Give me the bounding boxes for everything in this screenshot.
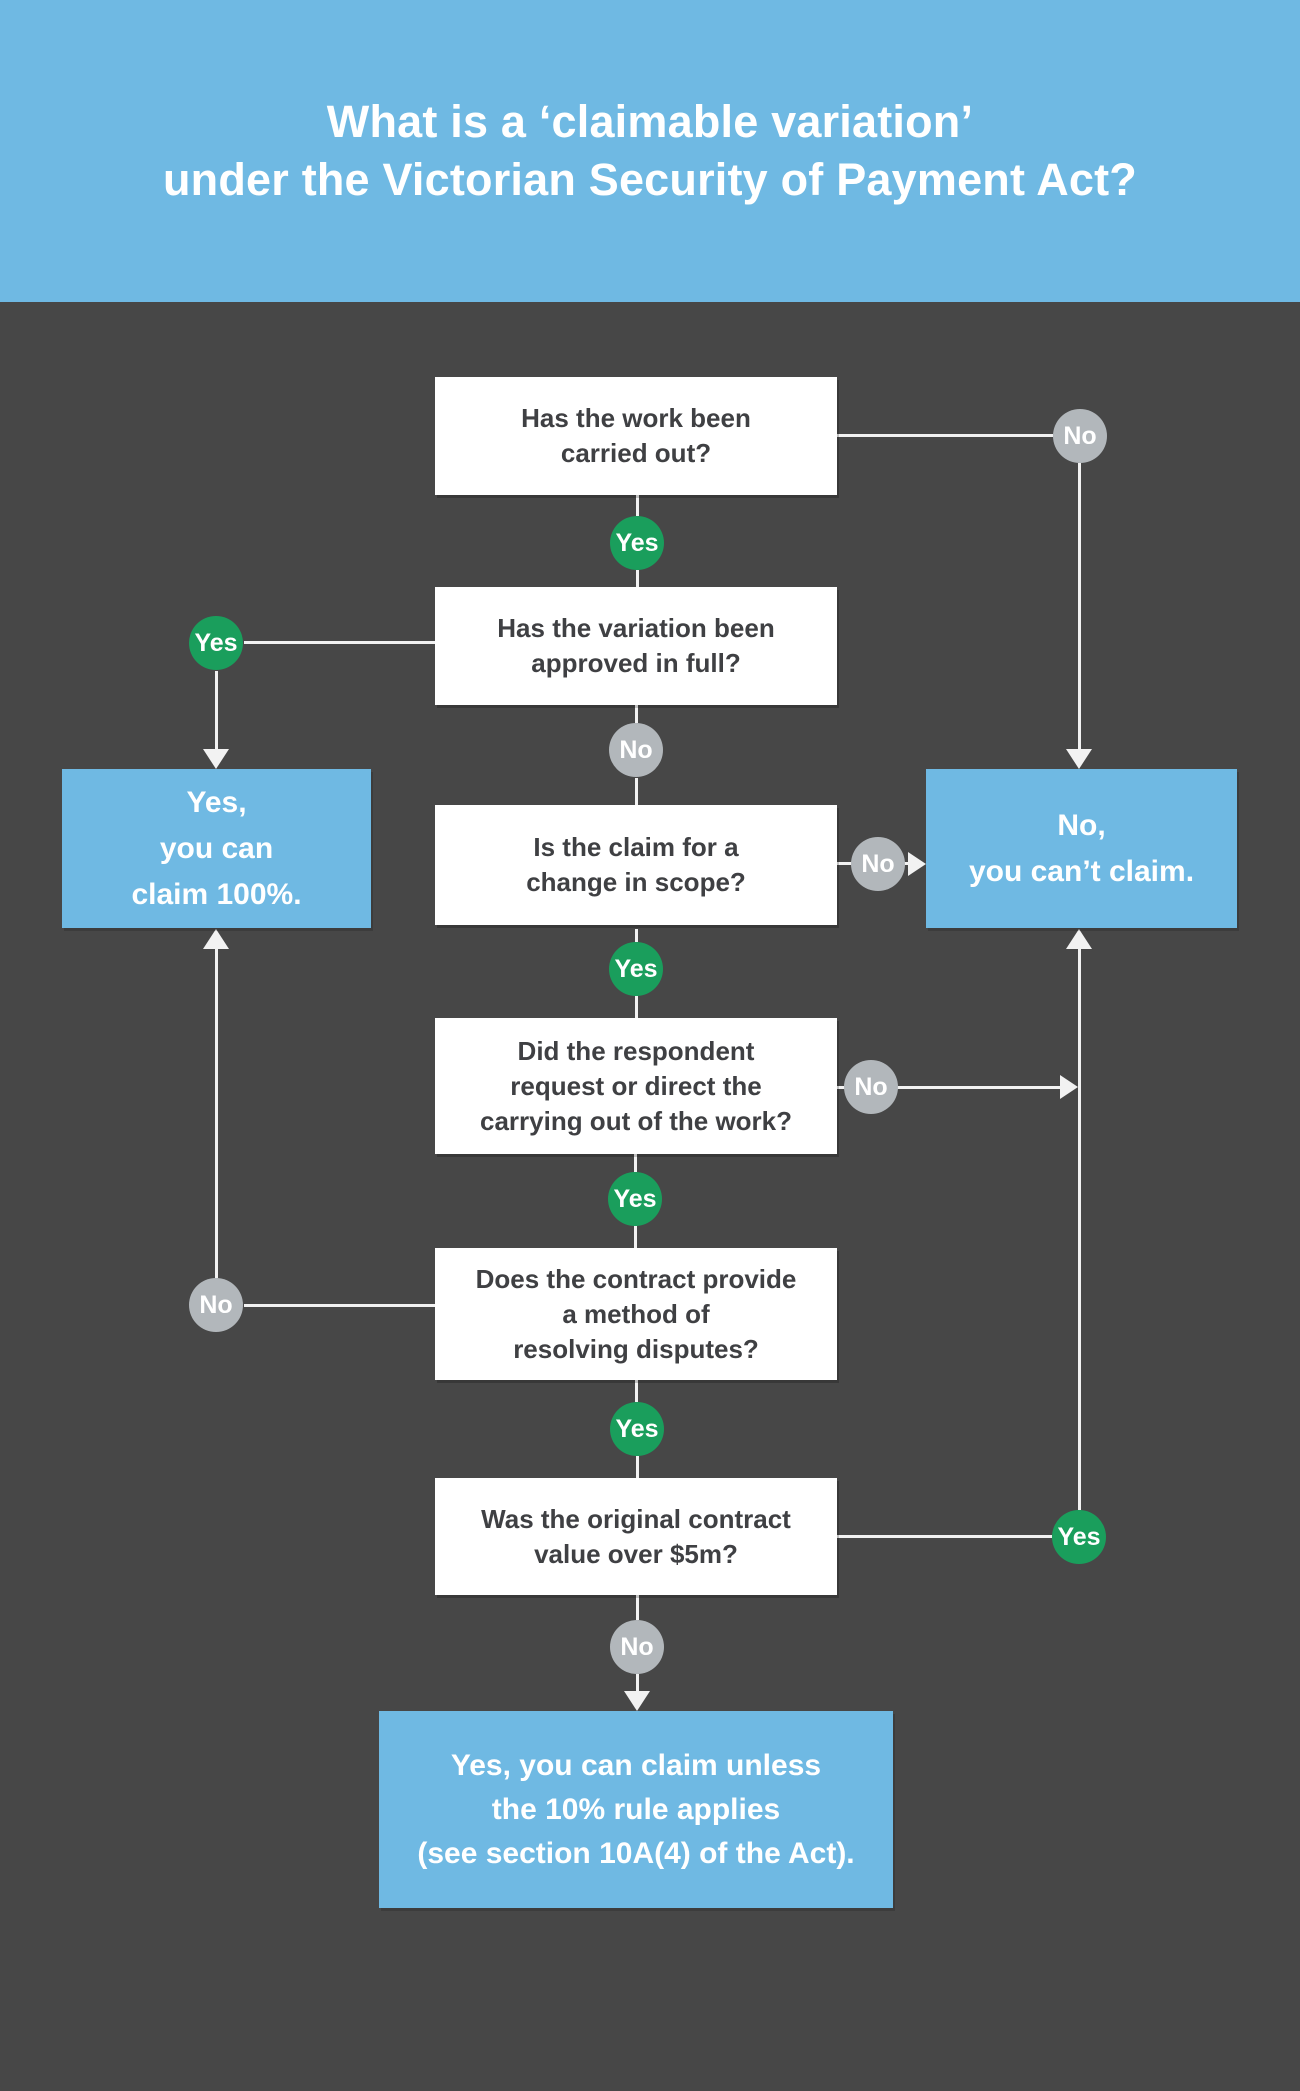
result-text-cannot-claim: No, you can’t claim. (968, 808, 1195, 888)
arrowhead-into-claim-full-bottom (203, 929, 229, 949)
title-line-1: What is a ‘claimable variation’ (326, 96, 974, 147)
header-banner: What is a ‘claimable variation’ under th… (0, 0, 1300, 302)
question-box-work-carried-out: Has the work been carried out? (435, 377, 837, 495)
no-badge-q6: No (610, 1620, 664, 1674)
connector-q6-no-a (636, 1595, 639, 1620)
question-box-variation-approved: Has the variation been approved in full? (435, 587, 837, 705)
question-text-3: Is the claim for a change in scope? (526, 832, 746, 897)
yes-badge-q5: Yes (610, 1402, 664, 1456)
question-text-2: Has the variation been approved in full? (497, 613, 775, 678)
connector-q6-no-b (636, 1674, 639, 1694)
connector-yes-right-up (1078, 948, 1081, 1510)
result-text-claim-unless: Yes, you can claim unless the 10% rule a… (417, 1748, 855, 1870)
arrowhead-into-cannot-claim-bottom (1066, 929, 1092, 949)
connector-q2-no-b (635, 778, 638, 805)
connector-no-left-up (215, 948, 218, 1278)
yes-badge-q4: Yes (608, 1172, 662, 1226)
no-badge-q4: No (844, 1060, 898, 1114)
connector-q3-yes-a (635, 929, 638, 942)
arrowhead-into-cannot-claim-left (908, 852, 926, 876)
result-box-claim-unless-10-percent: Yes, you can claim unless the 10% rule a… (379, 1711, 893, 1908)
connector-q6-to-yes-right (837, 1535, 1052, 1538)
yes-badge-q3: Yes (609, 942, 663, 996)
connector-q3-to-no (837, 862, 853, 865)
question-text-5: Does the contract provide a method of re… (475, 1263, 797, 1364)
yes-badge-q6: Yes (1052, 1510, 1106, 1564)
connector-q5-to-no-left (244, 1304, 435, 1307)
question-box-change-in-scope: Is the claim for a change in scope? (435, 805, 837, 925)
result-box-claim-100: Yes, you can claim 100%. (62, 769, 371, 928)
arrowhead-into-cannot-claim-top (1066, 749, 1092, 769)
connector-yes-left-down (215, 671, 218, 749)
question-box-dispute-method: Does the contract provide a method of re… (435, 1248, 837, 1380)
no-badge-q3: No (851, 837, 905, 891)
connector-q1-to-no (837, 434, 1053, 437)
title-line-2: under the Victorian Security of Payment … (162, 154, 1137, 205)
question-text-1: Has the work been carried out? (521, 403, 751, 468)
no-badge-q2: No (609, 723, 663, 777)
page-title: What is a ‘claimable variation’ under th… (163, 93, 1137, 209)
connector-no-q3-to-result (901, 862, 911, 865)
connector-no-top-down (1078, 463, 1081, 749)
arrowhead-into-claim-unless-top (624, 1691, 650, 1711)
connector-q4-to-no (837, 1086, 847, 1089)
connector-q2-to-yes-left (244, 641, 435, 644)
result-text-claim-100: Yes, you can claim 100%. (131, 785, 302, 911)
connector-q5-yes-b (636, 1456, 639, 1478)
result-box-cannot-claim: No, you can’t claim. (926, 769, 1237, 928)
yes-badge-q2: Yes (189, 616, 243, 670)
question-box-contract-value: Was the original contract value over $5m… (435, 1478, 837, 1595)
connector-no-q4-to-line (896, 1086, 1062, 1089)
connector-q5-yes-a (635, 1380, 638, 1402)
connector-q1-yes-b (636, 570, 639, 587)
arrowhead-no-q4-merge (1060, 1075, 1078, 1099)
connector-q4-yes-b (634, 1226, 637, 1248)
no-badge-q1: No (1053, 409, 1107, 463)
yes-badge-q1: Yes (610, 516, 664, 570)
connector-q4-yes-a (634, 1154, 637, 1172)
question-text-4: Did the respondent request or direct the… (479, 1035, 793, 1136)
no-badge-q5: No (189, 1278, 243, 1332)
question-text-6: Was the original contract value over $5m… (481, 1503, 791, 1569)
connector-q3-yes-b (635, 996, 638, 1018)
arrowhead-into-claim-full-top (203, 749, 229, 769)
connector-q2-no-a (635, 705, 638, 723)
connector-q1-yes-a (636, 495, 639, 516)
question-box-respondent-request: Did the respondent request or direct the… (435, 1018, 837, 1154)
